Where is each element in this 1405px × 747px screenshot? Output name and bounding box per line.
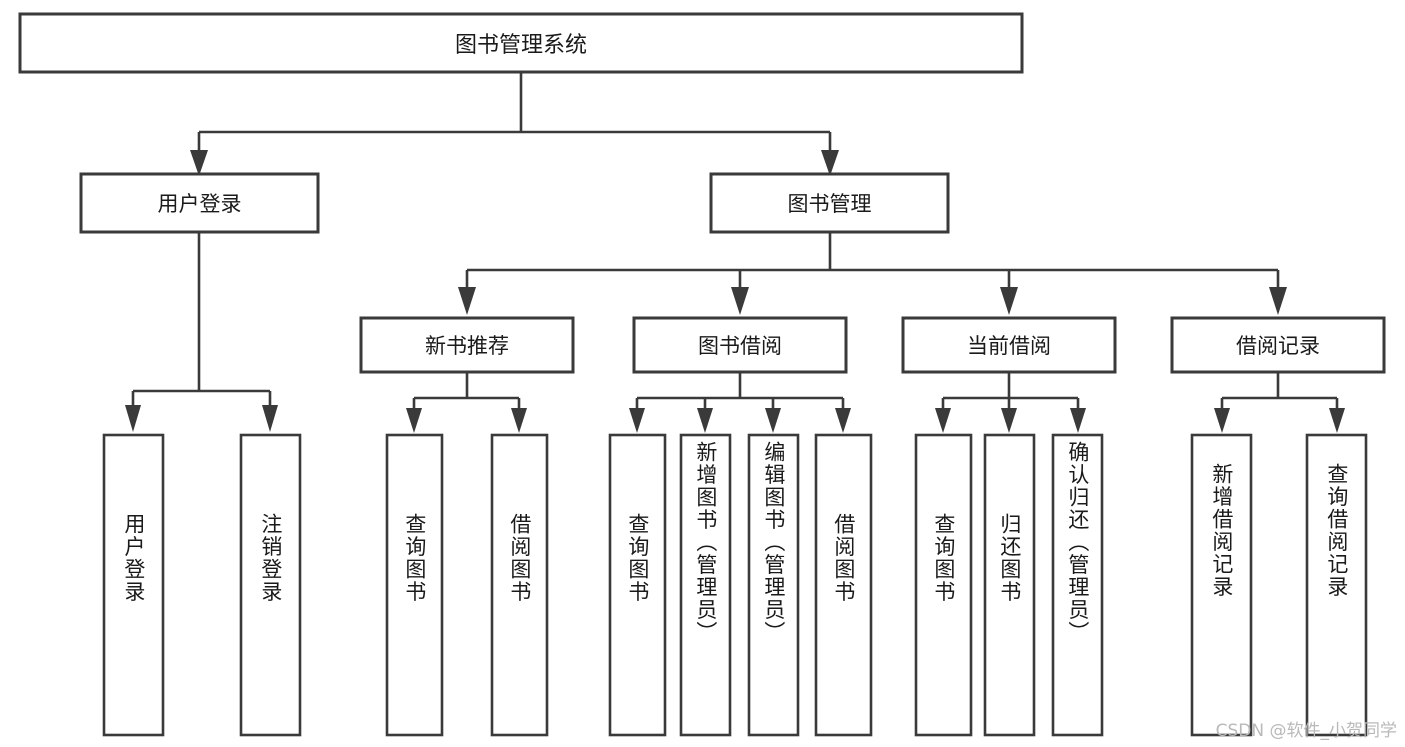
node-leaf-query-book-1-box[interactable]: [385, 433, 444, 737]
node-leaf-borrow-book-2-box[interactable]: [814, 433, 873, 737]
node-leaf-return-book-box[interactable]: [983, 433, 1036, 737]
node-book-borrow[interactable]: [632, 316, 848, 374]
node-user-login[interactable]: [79, 172, 320, 234]
connector-group-user-login-to-leaves: [125, 232, 278, 432]
arrow-head-book-borrow: [731, 287, 749, 315]
node-current-borrow[interactable]: [901, 316, 1117, 374]
arrow-head-leaf-user-login: [125, 405, 141, 432]
connector-group-book-borrow-to-leaves: [629, 372, 851, 433]
arrow-head-leaf-return-book: [1001, 408, 1017, 433]
arrow-head-leaf-edit-book: [765, 408, 781, 433]
node-leaf-add-book-box[interactable]: [679, 433, 732, 737]
arrow-head-leaf-query-record: [1329, 408, 1345, 433]
node-leaf-add-record-box[interactable]: [1190, 433, 1253, 737]
arrow-head-current-borrow: [1000, 287, 1018, 315]
arrow-head-leaf-query-2: [629, 408, 645, 433]
node-book-manage[interactable]: [709, 172, 950, 234]
arrow-head-leaf-borrow-1: [511, 408, 527, 433]
node-user-login-box[interactable]: [79, 172, 320, 234]
node-book-manage-box[interactable]: [709, 172, 950, 234]
arrow-head-borrow-record: [1269, 287, 1287, 315]
connector-group-borrow-record-to-leaves: [1214, 372, 1345, 433]
connector-group-current-borrow-to-leaves: [935, 372, 1086, 433]
node-new-book-recommend-box[interactable]: [359, 316, 575, 374]
arrow-head-leaf-borrow-2: [835, 408, 851, 433]
node-borrow-record[interactable]: [1170, 316, 1386, 374]
node-borrow-record-box[interactable]: [1170, 316, 1386, 374]
node-root[interactable]: [18, 12, 1024, 74]
node-leaf-borrow-book-1-box[interactable]: [490, 433, 549, 737]
node-leaf-confirm-return-box[interactable]: [1051, 433, 1104, 737]
node-new-book-recommend[interactable]: [359, 316, 575, 374]
connector-group-new-book-to-leaves: [406, 372, 527, 433]
node-leaf-logout-login-box[interactable]: [239, 433, 302, 737]
node-leaf-edit-book-box[interactable]: [747, 433, 800, 737]
arrow-head-user-login: [190, 150, 208, 176]
node-leaf-user-login-box[interactable]: [102, 433, 165, 737]
arrow-head-book-manage: [821, 150, 839, 176]
arrow-head-leaf-add-book: [697, 408, 713, 433]
arrow-head-leaf-query-1: [406, 408, 422, 433]
node-leaf-query-book-2-box[interactable]: [608, 433, 667, 737]
connector-group-book-manage-to-level3: [458, 232, 1287, 315]
node-current-borrow-box[interactable]: [901, 316, 1117, 374]
node-leaf-query-record-box[interactable]: [1305, 433, 1368, 737]
arrow-head-leaf-add-record: [1214, 408, 1230, 433]
node-book-borrow-box[interactable]: [632, 316, 848, 374]
arrow-head-leaf-logout: [262, 405, 278, 432]
arrow-head-leaf-query-3: [935, 408, 951, 433]
connector-group-root-to-level2: [190, 72, 839, 176]
node-leaf-query-book-3-box[interactable]: [914, 433, 973, 737]
arrow-head-leaf-confirm-return: [1070, 408, 1086, 433]
csdn-watermark: CSDN @软件_小贺同学: [1215, 721, 1397, 741]
node-root-box[interactable]: [18, 12, 1024, 74]
arrow-head-new-book: [458, 287, 476, 315]
